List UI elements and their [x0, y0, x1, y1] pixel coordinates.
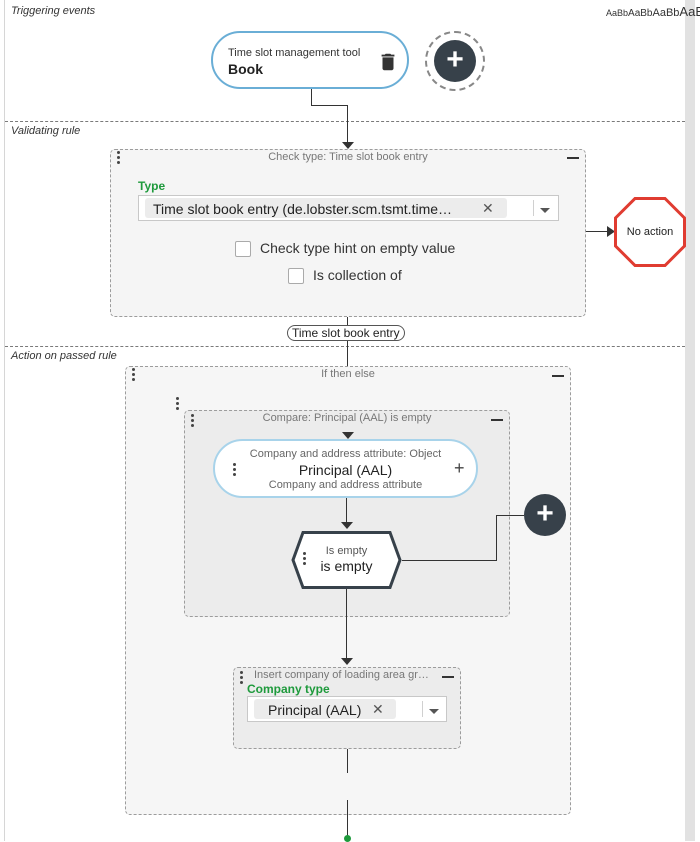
- font-sample-l: AaBb: [679, 4, 700, 19]
- condition-value: is empty: [320, 558, 373, 574]
- kebab-menu-icon[interactable]: [174, 397, 180, 413]
- chevron-down-icon[interactable]: [429, 709, 439, 714]
- kebab-menu-icon[interactable]: [189, 414, 195, 430]
- collapse-icon[interactable]: [442, 676, 454, 678]
- insert-title: Insert company of loading area gr…: [254, 669, 429, 681]
- collapse-icon[interactable]: [491, 419, 503, 421]
- font-sample-m: AaBb: [652, 7, 680, 19]
- type-chip: Time slot book entry (de.lobster.scm.tsm…: [145, 198, 507, 218]
- font-sample-xs: AaBb: [606, 8, 629, 18]
- section-label-validating: Validating rule: [11, 125, 81, 137]
- type-select[interactable]: Time slot book entry (de.lobster.scm.tsm…: [138, 195, 559, 221]
- add-trigger-slot[interactable]: +: [425, 31, 485, 91]
- add-trigger-button[interactable]: +: [434, 40, 476, 82]
- left-border: [4, 0, 5, 841]
- edge-label: Time slot book entry: [287, 325, 405, 341]
- check-type-title: Check type: Time slot book entry: [268, 151, 428, 163]
- connector-line: [311, 89, 312, 105]
- kebab-menu-icon[interactable]: [238, 671, 244, 687]
- add-else-button[interactable]: +: [524, 494, 566, 536]
- hexagon-shape: [291, 531, 402, 589]
- trigger-title: Book: [228, 61, 263, 77]
- vertical-scrollbar[interactable]: [685, 0, 695, 841]
- connector-line: [346, 589, 347, 661]
- kebab-menu-icon[interactable]: [115, 151, 121, 167]
- no-action-label: No action: [626, 226, 674, 238]
- chevron-down-icon[interactable]: [540, 208, 550, 213]
- trigger-subtitle: Time slot management tool: [228, 47, 361, 59]
- font-size-sample[interactable]: AaBbAaBbAaBbAaBb: [606, 4, 700, 19]
- company-type-chip: Principal (AAL) ✕: [254, 699, 396, 719]
- trigger-event-node[interactable]: Time slot management tool Book: [211, 31, 409, 89]
- attribute-node[interactable]: Company and address attribute: Object Pr…: [213, 439, 478, 498]
- attribute-kind: Company and address attribute: Object: [249, 448, 442, 460]
- section-divider: [5, 346, 685, 347]
- kebab-menu-icon[interactable]: [301, 552, 307, 568]
- stop-octagon-icon: [614, 197, 686, 267]
- collapse-icon[interactable]: [552, 375, 564, 377]
- attribute-name: Principal (AAL): [298, 462, 393, 478]
- remove-icon[interactable]: ✕: [372, 701, 384, 717]
- compare-title: Compare: Principal (AAL) is empty: [262, 412, 432, 424]
- arrow-head-icon: [607, 226, 615, 237]
- connector-line: [496, 515, 524, 516]
- company-type-select[interactable]: Principal (AAL) ✕: [247, 696, 447, 722]
- section-divider: [5, 121, 685, 122]
- check-type-hint-checkbox[interactable]: [235, 241, 251, 257]
- check-type-box[interactable]: Check type: Time slot book entry Type Ti…: [110, 149, 586, 317]
- type-label: Type: [138, 179, 166, 193]
- if-then-else-title: If then else: [321, 368, 375, 380]
- company-type-chip-label: Principal (AAL): [268, 702, 362, 718]
- condition-node[interactable]: Is empty is empty: [291, 531, 402, 589]
- check-type-hint-label: Check type hint on empty value: [260, 240, 456, 256]
- arrow-head-icon: [342, 432, 354, 439]
- connector-line: [311, 105, 348, 106]
- arrow-head-icon: [341, 522, 353, 529]
- connector-line: [347, 800, 348, 841]
- is-collection-checkbox[interactable]: [288, 268, 304, 284]
- trash-icon[interactable]: [377, 51, 399, 73]
- no-action-node[interactable]: No action: [614, 197, 686, 267]
- kebab-menu-icon[interactable]: [231, 463, 237, 479]
- connector-line: [347, 105, 348, 144]
- type-chip-label: Time slot book entry (de.lobster.scm.tsm…: [153, 201, 453, 217]
- plus-icon: +: [536, 497, 554, 530]
- company-type-label: Company type: [247, 682, 330, 696]
- plus-icon[interactable]: +: [454, 458, 465, 478]
- connector-line: [347, 749, 348, 773]
- remove-icon[interactable]: ✕: [482, 200, 494, 216]
- connector-line: [346, 498, 347, 524]
- arrow-head-icon: [341, 658, 353, 665]
- is-collection-label: Is collection of: [313, 267, 402, 283]
- dropdown-separator: [422, 701, 423, 717]
- font-sample-s: AaBb: [628, 8, 653, 19]
- section-label-action: Action on passed rule: [11, 350, 117, 362]
- connector-endpoint: [344, 835, 351, 842]
- condition-label: Is empty: [325, 545, 368, 557]
- dropdown-separator: [533, 200, 534, 216]
- section-label-triggering: Triggering events: [11, 5, 96, 17]
- connector-line: [496, 515, 497, 561]
- collapse-icon[interactable]: [567, 157, 579, 159]
- kebab-menu-icon[interactable]: [130, 368, 136, 384]
- insert-company-box[interactable]: Insert company of loading area gr… Compa…: [233, 667, 461, 749]
- connector-line: [586, 231, 610, 232]
- plus-icon: +: [446, 43, 464, 76]
- connector-line: [402, 560, 496, 561]
- attribute-type: Company and address attribute: [268, 479, 423, 491]
- arrow-head-icon: [342, 142, 354, 149]
